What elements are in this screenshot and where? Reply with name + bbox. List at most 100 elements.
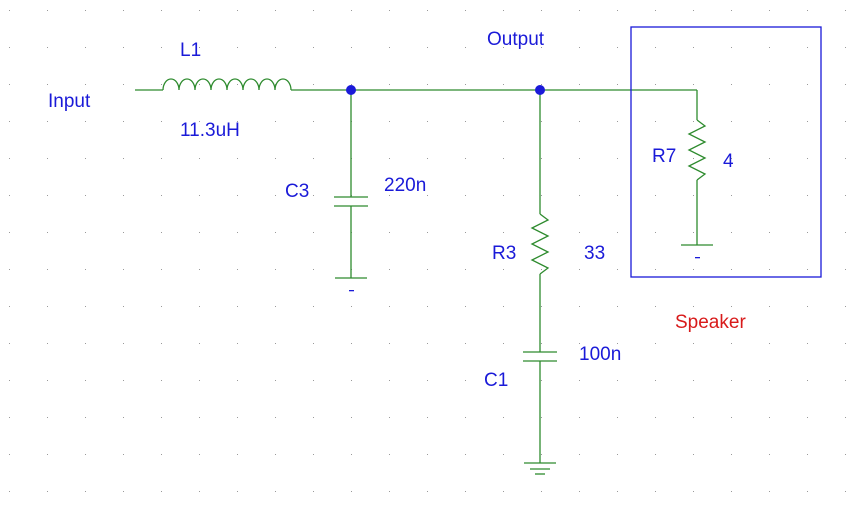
inductor-l1[interactable]: [162, 78, 292, 91]
grid-dot: [275, 417, 276, 418]
grid-dot: [465, 491, 466, 492]
grid-dot: [807, 417, 808, 418]
grid-dot: [769, 417, 770, 418]
grid-dot: [579, 454, 580, 455]
grid-dot: [351, 417, 352, 418]
grid-dot: [579, 343, 580, 344]
grid-dot: [845, 454, 846, 455]
grid-dot: [731, 454, 732, 455]
grid-dot: [655, 158, 656, 159]
grid-dot: [655, 47, 656, 48]
grid-dot: [123, 380, 124, 381]
grid-dot: [845, 10, 846, 11]
grid-dot: [617, 10, 618, 11]
grid-dot: [85, 158, 86, 159]
resistor-r7[interactable]: [687, 119, 707, 181]
grid-dot: [161, 491, 162, 492]
r7-ground-minus: [695, 257, 700, 259]
grid-dot: [199, 158, 200, 159]
grid-dot: [845, 380, 846, 381]
grid-dot: [655, 454, 656, 455]
grid-dot: [9, 269, 10, 270]
grid-dot: [465, 10, 466, 11]
c3-reference-label: C3: [285, 181, 310, 202]
grid-dot: [237, 232, 238, 233]
grid-dot: [123, 269, 124, 270]
grid-dot: [123, 306, 124, 307]
grid-dot: [541, 47, 542, 48]
r7-value-label: 4: [723, 151, 734, 172]
r3-reference-label: R3: [492, 243, 517, 264]
grid-dot: [9, 84, 10, 85]
grid-dot: [161, 10, 162, 11]
grid-dot: [541, 195, 542, 196]
grid-dot: [123, 84, 124, 85]
grid-dot: [579, 121, 580, 122]
grid-dot: [769, 47, 770, 48]
grid-dot: [123, 47, 124, 48]
grid-dot: [465, 232, 466, 233]
grid-dot: [85, 10, 86, 11]
grid-dot: [617, 232, 618, 233]
grid-dot: [9, 47, 10, 48]
grid-dot: [579, 306, 580, 307]
grid-dot: [731, 84, 732, 85]
grid-dot: [693, 491, 694, 492]
grid-dot: [85, 306, 86, 307]
grid-dot: [123, 195, 124, 196]
grid-dot: [123, 491, 124, 492]
grid-dot: [85, 47, 86, 48]
grid-dot: [47, 232, 48, 233]
grid-dot: [845, 47, 846, 48]
grid-dot: [9, 454, 10, 455]
grid-dot: [807, 491, 808, 492]
grid-dot: [541, 121, 542, 122]
grid-dot: [427, 121, 428, 122]
grid-dot: [617, 158, 618, 159]
grid-dot: [47, 158, 48, 159]
grid-dot: [579, 84, 580, 85]
grid-dot: [769, 454, 770, 455]
grid-dot: [237, 47, 238, 48]
grid-dot: [693, 417, 694, 418]
c1-ground-symbol: [524, 462, 556, 475]
grid-dot: [313, 47, 314, 48]
grid-dot: [275, 306, 276, 307]
grid-dot: [275, 343, 276, 344]
grid-dot: [313, 84, 314, 85]
grid-dot: [389, 195, 390, 196]
grid-dot: [47, 417, 48, 418]
grid-dot: [47, 84, 48, 85]
grid-dot: [845, 84, 846, 85]
grid-dot: [503, 84, 504, 85]
grid-dot: [389, 306, 390, 307]
grid-dot: [427, 269, 428, 270]
grid-dot: [85, 195, 86, 196]
grid-dot: [693, 10, 694, 11]
grid-dot: [807, 306, 808, 307]
grid-dot: [427, 232, 428, 233]
grid-dot: [503, 10, 504, 11]
background-grid: [9, 10, 846, 492]
grid-dot: [845, 491, 846, 492]
grid-dot: [579, 10, 580, 11]
grid-dot: [655, 10, 656, 11]
grid-dot: [199, 491, 200, 492]
grid-dot: [845, 306, 846, 307]
grid-dot: [199, 343, 200, 344]
grid-dot: [123, 158, 124, 159]
grid-dot: [617, 121, 618, 122]
grid-dot: [85, 380, 86, 381]
grid-dot: [237, 454, 238, 455]
grid-dot: [655, 491, 656, 492]
grid-dot: [313, 417, 314, 418]
resistor-r3[interactable]: [530, 213, 550, 275]
l1-reference-label: L1: [180, 40, 202, 61]
speaker-box: [630, 26, 822, 278]
grid-dot: [617, 269, 618, 270]
grid-dot: [427, 417, 428, 418]
grid-dot: [161, 306, 162, 307]
grid-dot: [389, 158, 390, 159]
grid-dot: [465, 417, 466, 418]
grid-dot: [807, 380, 808, 381]
